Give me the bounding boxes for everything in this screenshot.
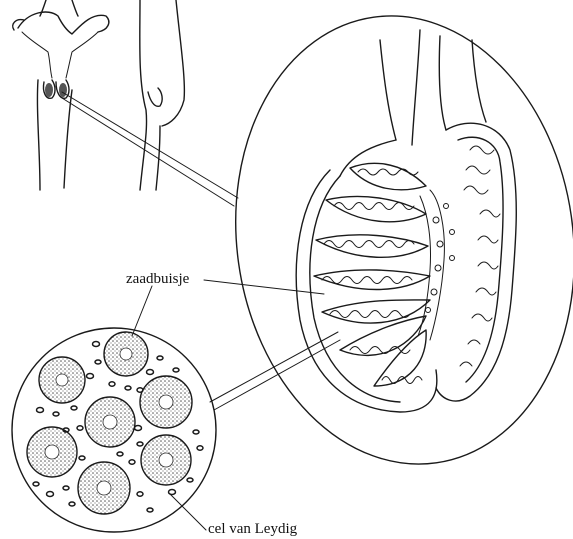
- zoom-line-bottom: [62, 98, 234, 206]
- leader-line-tubule-section: [132, 286, 152, 336]
- testis-section: [207, 0, 573, 486]
- zoom-line-section-bottom: [214, 340, 340, 410]
- tubule-cross-sections: [27, 332, 192, 514]
- leader-line-tubule: [204, 280, 324, 294]
- label-cel-van-leydig: cel van Leydig: [208, 521, 298, 537]
- zoom-line-top: [62, 92, 238, 198]
- label-leydig-group: cel van Leydig: [170, 494, 298, 537]
- body-figure: [13, 0, 185, 190]
- lobules: [314, 163, 430, 386]
- tubule-cross-section: [12, 328, 216, 532]
- label-tubule-group: zaadbuisje: [126, 271, 324, 336]
- label-zaadbuisje: zaadbuisje: [126, 271, 190, 287]
